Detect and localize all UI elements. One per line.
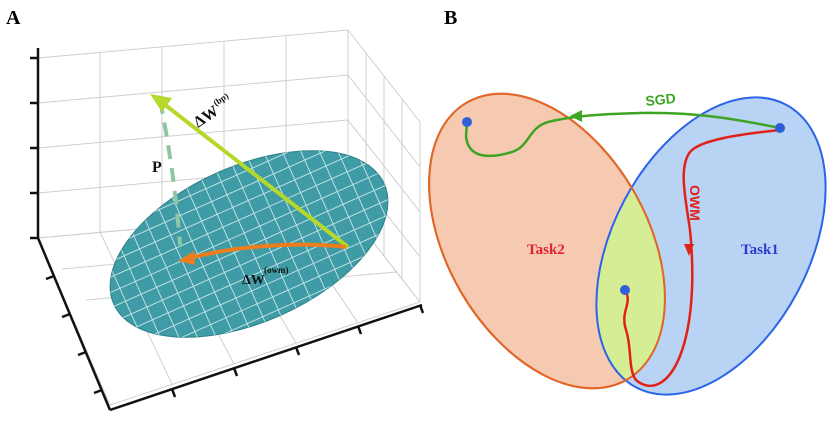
overlap-dot [620,285,630,295]
owm-path-label: OWM [687,185,703,221]
panel-b: B Task2 Task1 SGD OWM [428,7,827,396]
task2-outline [428,92,666,390]
constraint-ellipse [85,112,416,376]
task1-start-dot [775,123,785,133]
axes [30,48,425,412]
owm-arrowhead [684,244,694,256]
sgd-arrowhead [570,110,582,122]
sgd-label: SGD [645,90,677,109]
task2-label: Task2 [527,242,565,258]
bp-label: ΔW (bp) [191,91,231,132]
panel-b-letter: B [444,7,457,29]
bp-gradient-arrow [150,94,350,249]
panel-a: A [6,7,425,412]
panel-a-letter: A [6,7,21,29]
task2-start-dot [462,117,472,127]
bp-label-sup: (bp) [211,91,230,108]
owm-label-sup: (owm) [264,265,289,275]
owm-label-main: ΔW [242,273,265,288]
owm-label: ΔW (owm) [242,265,289,288]
task1-label: Task1 [741,242,779,258]
p-projection-dashed [158,99,182,246]
p-label: P [152,159,162,176]
owm-path [623,128,781,388]
sgd-path [464,111,781,158]
owm-update-arrow [178,242,347,265]
